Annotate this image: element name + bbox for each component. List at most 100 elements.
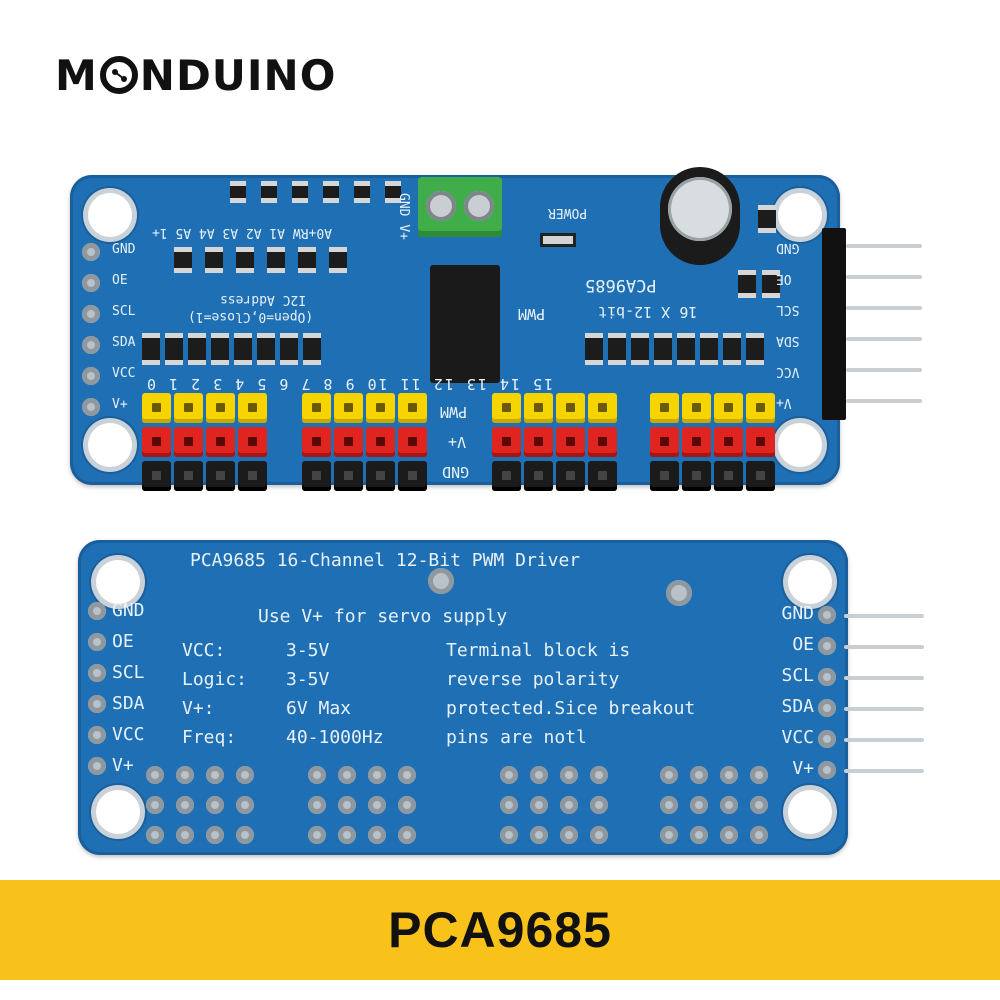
i2c-address-label: I2C Address [220,292,307,307]
spec-label: Freq: [182,727,237,748]
servo-pad [308,826,326,844]
servo-pad [206,826,224,844]
servo-pin-gnd [556,461,585,491]
header-pin [844,738,924,742]
right-pin-label: OE [792,634,814,655]
right-pin-label: GND [781,603,814,624]
servo-pad [338,826,356,844]
i2c-address-sub: (Open=0,Close=1) [188,309,314,324]
servo-pin-gnd [366,461,395,491]
via-pad [428,568,454,594]
note-line: pins are notl [446,727,587,748]
pin-pad [818,699,836,717]
servo-note: Use V+ for servo supply [258,606,508,627]
servo-pad [338,766,356,784]
servo-pin-vplus [302,427,331,457]
right-pin-label: SDA [781,696,814,717]
pin-pad [88,633,106,651]
brand-name-left: M [55,50,98,100]
servo-pad [368,766,386,784]
mounting-hole [96,790,140,834]
note-line: protected.Sice breakout [446,698,696,719]
power-led [540,233,576,247]
servo-pin-pwm [174,393,203,423]
servo-pin-vplus [366,427,395,457]
servo-pin-pwm [714,393,743,423]
servo-pad [590,766,608,784]
terminal-label: GND V+ [395,193,411,240]
servo-pin-vplus [524,427,553,457]
servo-pin-vplus [556,427,585,457]
pca9685-chip [430,265,500,383]
spec-value: 3-5V [286,669,330,690]
resistor [142,333,160,365]
left-pin-label: V+ [112,755,134,776]
servo-pin-vplus [650,427,679,457]
servo-pad [530,766,548,784]
address-jumper-pad [323,181,339,203]
servo-pad [176,796,194,814]
brand-name-right: NDUINO [139,50,337,100]
servo-pin-gnd [492,461,521,491]
resistor [723,333,741,365]
servo-pin-gnd [524,461,553,491]
servo-pin-pwm [650,393,679,423]
header-pin [846,399,922,403]
note-line: Terminal block is [446,640,631,661]
servo-pin-gnd [238,461,267,491]
servo-pin-pwm [398,393,427,423]
resistor [700,333,718,365]
mounting-hole [778,193,822,237]
servo-pad [660,766,678,784]
header-pin [846,275,922,279]
servo-pad [750,796,768,814]
servo-pin-pwm [302,393,331,423]
servo-pad [146,766,164,784]
spec-label: Logic: [182,669,248,690]
resistor [608,333,626,365]
row-label-gnd: GND [442,463,470,481]
capacitor [660,167,740,265]
servo-pad [660,796,678,814]
resistor [280,333,298,365]
servo-pin-pwm [366,393,395,423]
left-pin-label: SDA [112,693,145,714]
left-pin-label: OE [112,273,128,288]
pin-pad [82,274,100,292]
servo-pad [398,796,416,814]
pin-pad [818,637,836,655]
resistor [211,333,229,365]
servo-pin-gnd [746,461,775,491]
address-labels: A0+RW A1 A2 A3 A4 A5 1+ [152,225,333,240]
pin-pad [818,761,836,779]
servo-pin-pwm [206,393,235,423]
servo-pad [500,796,518,814]
servo-pad [500,766,518,784]
resistor [585,333,603,365]
address-resistor [205,247,223,273]
address-jumper-pad [230,181,246,203]
pin-pad [818,606,836,624]
servo-pad [560,826,578,844]
header-pin [844,707,924,711]
pin-pad [82,243,100,261]
servo-pin-pwm [524,393,553,423]
right-pin-label: SDA [776,333,800,348]
servo-pad [368,826,386,844]
bottom-board: PCA9685 16-Channel 12-Bit PWM Driver Use… [78,540,848,855]
resistor [631,333,649,365]
right-pin-label: VCC [781,727,814,748]
resistor [165,333,183,365]
left-pin-label: VCC [112,366,136,381]
servo-pin-vplus [682,427,711,457]
left-pin-label: VCC [112,724,145,745]
header-pin [846,306,922,310]
servo-pad [530,826,548,844]
header-pin [846,244,922,248]
right-pin-label: VCC [776,364,800,379]
mounting-hole [788,560,832,604]
servo-pin-vplus [206,427,235,457]
servo-pin-vplus [238,427,267,457]
address-resistor [174,247,192,273]
